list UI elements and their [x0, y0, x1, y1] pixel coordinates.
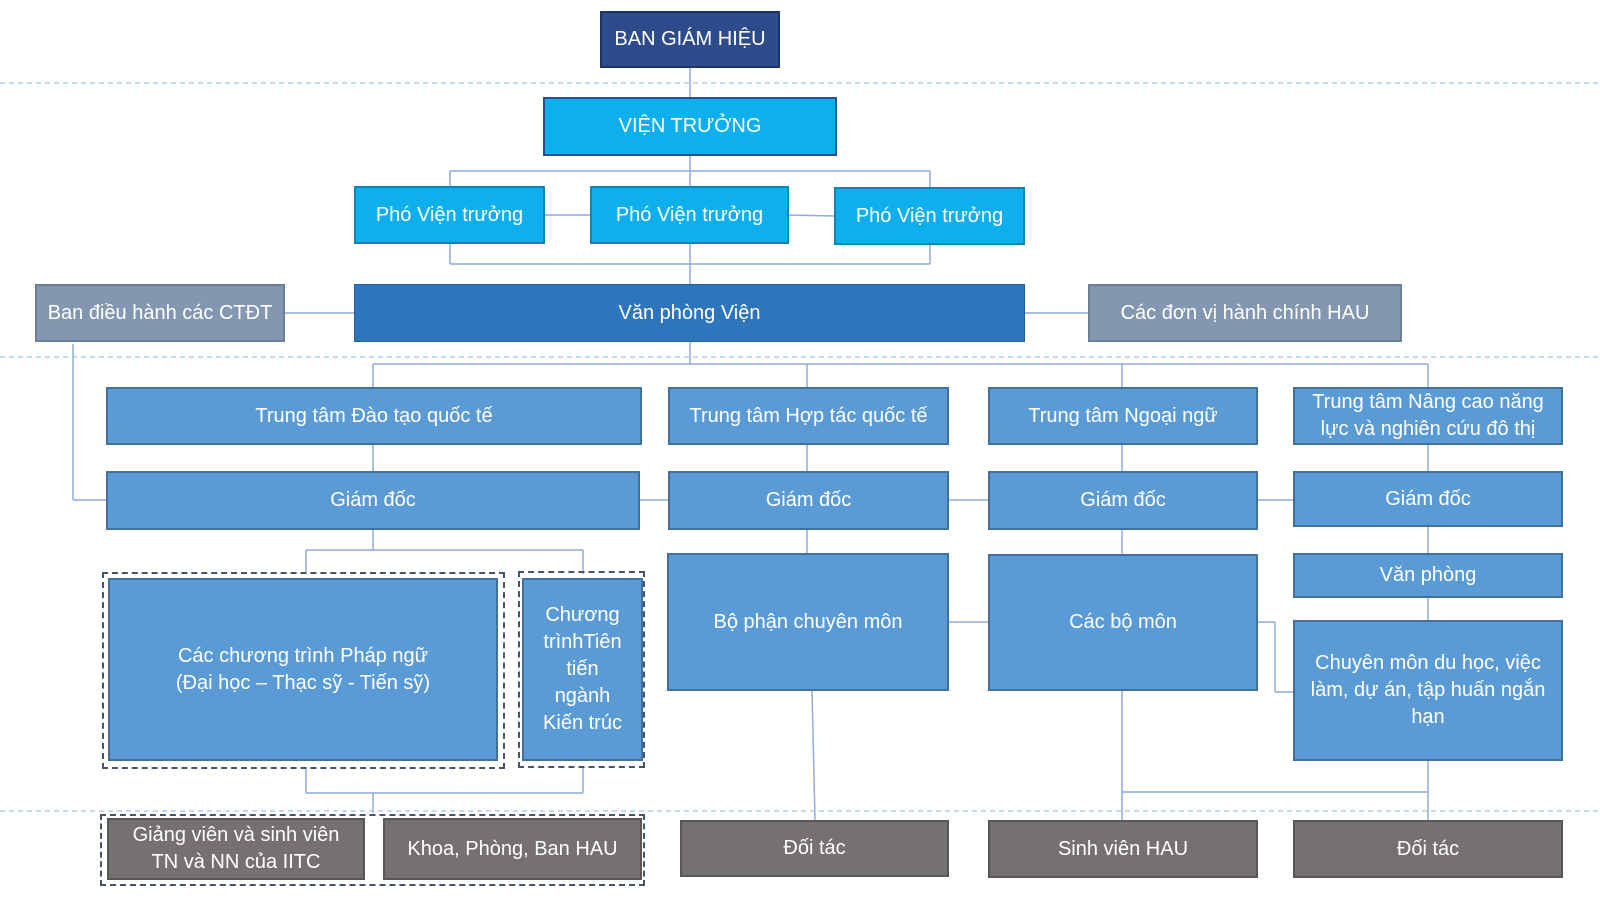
- advanced-program-group: [518, 571, 645, 768]
- director-box[interactable]: VIỆN TRƯỞNG: [543, 97, 837, 156]
- center-international-training-box[interactable]: Trung tâm Đào tạo quốc tế: [106, 387, 642, 445]
- hau-faculties-box[interactable]: Khoa, Phòng, Ban HAU: [383, 818, 642, 880]
- center-foreign-languages-box[interactable]: Trung tâm Ngoại ngữ: [988, 387, 1258, 445]
- french-program-group: [102, 572, 505, 769]
- french-programs-box[interactable]: Các chương trình Pháp ngữ (Đại học – Thạ…: [108, 578, 498, 761]
- connector: [811, 689, 816, 821]
- director-foreign-languages-box[interactable]: Giám đốc: [988, 471, 1258, 530]
- center-urban-capacity-box[interactable]: Trung tâm Nâng cao năng lực và nghiên cứ…: [1293, 387, 1563, 445]
- institute-office-box[interactable]: Văn phòng Viện: [354, 284, 1025, 342]
- program-steering-board-box[interactable]: Ban điều hành các CTĐT: [35, 284, 285, 342]
- urban-office-box[interactable]: Văn phòng: [1293, 553, 1563, 598]
- deputy-director-box-3[interactable]: Phó Viện trưởng: [834, 187, 1025, 245]
- board-of-rectors-box[interactable]: BAN GIÁM HIỆU: [600, 11, 780, 68]
- htqt-specialist-unit-box[interactable]: Bộ phận chuyên môn: [667, 553, 949, 691]
- advanced-program-box[interactable]: Chương trìnhTiên tiến ngành Kiến trúc: [522, 578, 643, 761]
- director-urban-capacity-box[interactable]: Giám đốc: [1293, 471, 1563, 527]
- director-international-training-box[interactable]: Giám đốc: [106, 471, 640, 530]
- french-programs-label: Các chương trình Pháp ngữ (Đại học – Thạ…: [175, 644, 431, 694]
- iitc-lecturers-students-box[interactable]: Giảng viên và sinh viên TN và NN của IIT…: [107, 818, 365, 880]
- center-international-cooperation-box[interactable]: Trung tâm Hợp tác quốc tế: [668, 387, 949, 445]
- iitc-stakeholder-group: [100, 814, 645, 886]
- urban-specialist-unit-label: Chuyên môn du học, việc làm, dự án, tập …: [1310, 652, 1546, 728]
- partners-box-2[interactable]: Đối tác: [1293, 820, 1563, 878]
- partners-box-1[interactable]: Đối tác: [680, 820, 949, 877]
- deputy-director-box-2[interactable]: Phó Viện trưởng: [590, 186, 789, 244]
- nn-departments-box[interactable]: Các bộ môn: [988, 554, 1258, 691]
- director-international-cooperation-box[interactable]: Giám đốc: [668, 471, 949, 530]
- advanced-program-label: Chương trìnhTiên tiến ngành Kiến trúc: [543, 604, 622, 734]
- connector: [787, 214, 835, 217]
- iitc-lecturers-students-label: Giảng viên và sinh viên TN và NN của IIT…: [132, 824, 340, 873]
- hau-students-box[interactable]: Sinh viên HAU: [988, 820, 1258, 878]
- urban-specialist-unit-box[interactable]: Chuyên môn du học, việc làm, dự án, tập …: [1293, 620, 1563, 761]
- deputy-director-box-1[interactable]: Phó Viện trưởng: [354, 186, 545, 244]
- hau-administrative-units-box[interactable]: Các đơn vị hành chính HAU: [1088, 284, 1402, 342]
